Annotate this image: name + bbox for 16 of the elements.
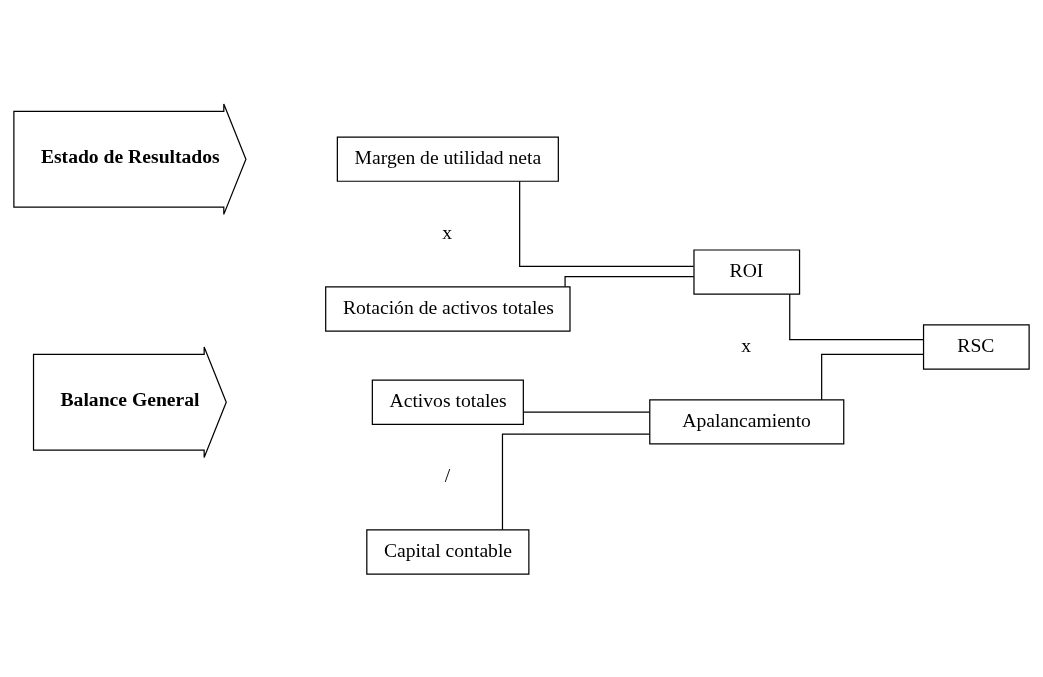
- connector: [501, 433, 651, 530]
- node-box: Activos totales: [371, 379, 524, 425]
- connector: [519, 180, 695, 267]
- node-box: RSC: [922, 323, 1030, 370]
- connector: [564, 275, 695, 287]
- connector: [821, 353, 925, 400]
- node-box: Rotación de activos totales: [325, 285, 571, 332]
- node-box: Margen de utilidad neta: [336, 135, 559, 182]
- node-box: ROI: [693, 248, 801, 295]
- node-box: Apalancamiento: [649, 398, 845, 445]
- connector: [789, 293, 924, 340]
- node-box: Capital contable: [366, 528, 530, 575]
- label: x: [741, 333, 752, 356]
- label: /: [444, 463, 451, 486]
- label: x: [442, 220, 453, 243]
- connector: [523, 410, 651, 413]
